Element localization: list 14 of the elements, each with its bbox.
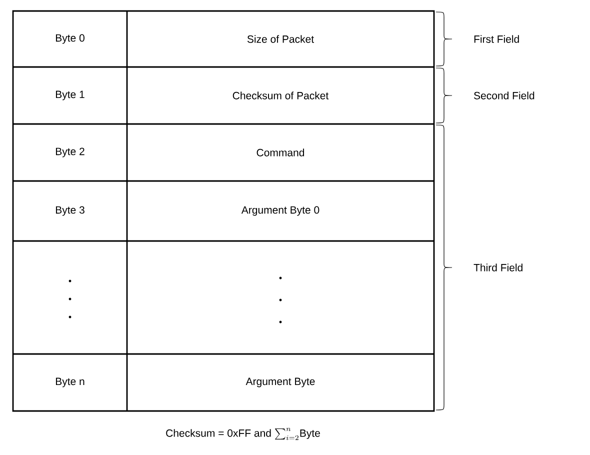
table-cell: Checksum of Packet xyxy=(232,92,329,100)
field-label: Second Field xyxy=(474,92,534,100)
table-cell: Byte 3 xyxy=(56,206,84,216)
table-cell: Argument Byte xyxy=(246,378,315,388)
table-cell: Byte 0 xyxy=(56,34,84,44)
table-cell: Byte n xyxy=(56,378,84,388)
caption: $\text{Checksum = 0xFF and }{\textstyle\sum_{i=2}^{n}}\text{Byte}$ xyxy=(166,428,320,440)
table-cell: Argument Byte 0 xyxy=(241,206,320,216)
table-cell: Byte 2 xyxy=(56,148,84,158)
field-label: First Field xyxy=(474,35,519,43)
table-cell: Byte 1 xyxy=(56,90,84,100)
table-cell: Size of Packet xyxy=(247,35,314,43)
field-label: Third Field xyxy=(474,264,522,272)
table-cell: Command xyxy=(256,148,304,156)
